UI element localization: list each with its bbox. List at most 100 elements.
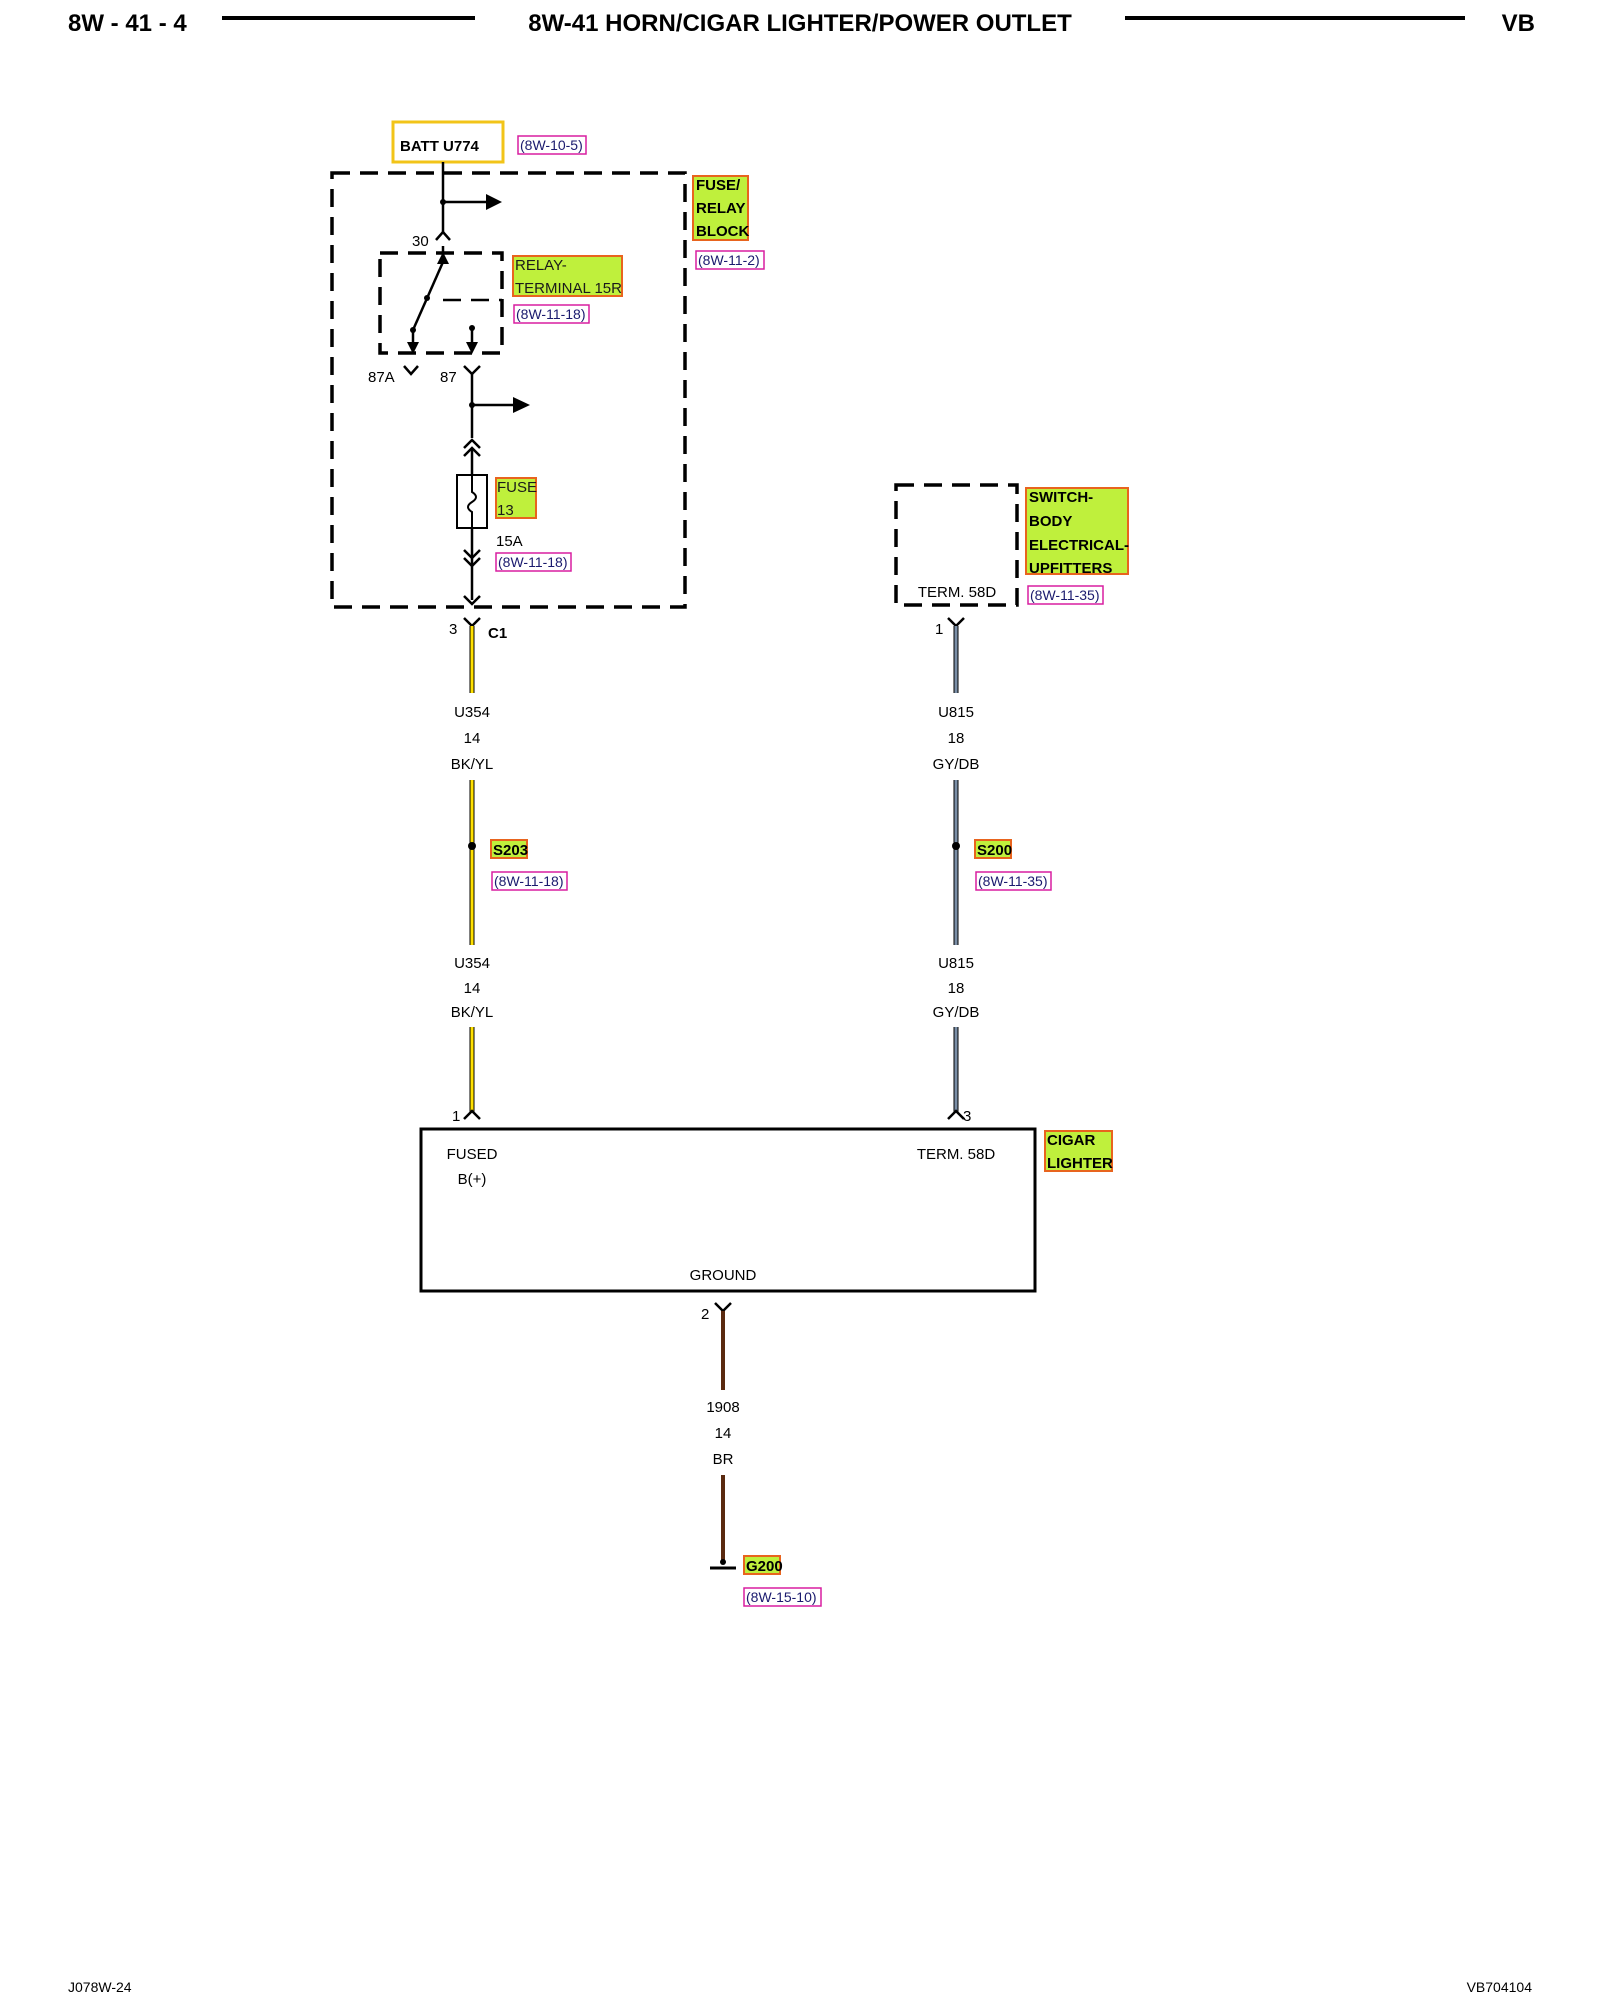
lighter-pin1-label: 1 [452, 1108, 460, 1125]
relay-87a-arrow [407, 342, 419, 354]
fuse-ref-box [495, 552, 572, 572]
page-number: 8W - 41 - 4 [68, 10, 187, 37]
batt-label: BATT U774 [400, 138, 480, 155]
wire-u354-lower-gauge: 14 [464, 980, 481, 997]
connector-c1-label: C1 [488, 625, 507, 642]
fuse-ref-link[interactable]: (8W-11-18) [498, 554, 568, 570]
pin87a-connector-symbol [403, 365, 419, 376]
fuse-tag [495, 477, 537, 519]
ground-g200-ref-box [743, 1587, 822, 1607]
switch-pin1-connector [947, 617, 965, 628]
switch-body-tag [1025, 487, 1129, 575]
page-footer: J078W-24 VB704104 [68, 1979, 1532, 1995]
batt-feed: BATT U774 (8W-10-5) [391, 120, 587, 164]
footer-left-code: J078W-24 [68, 1979, 132, 1995]
switch-body-name-4: UPFITTERS [1029, 560, 1112, 577]
ground-g200-name: G200 [746, 1558, 783, 1575]
page-title: 8W-41 HORN/CIGAR LIGHTER/POWER OUTLET [528, 10, 1072, 37]
fuse-relay-block-tag [692, 175, 749, 241]
switch-body-name-3: ELECTRICAL- [1029, 537, 1129, 554]
wire-u815-lower-circuit: U815 [938, 955, 974, 972]
fuse-relay-block-name-1: FUSE/ [696, 177, 741, 194]
batt-ref-box [517, 135, 587, 155]
splice-s203-tag [490, 839, 528, 859]
lighter-pin3-connector [947, 1109, 965, 1120]
cigar-lighter-name-1: CIGAR [1047, 1132, 1096, 1149]
wire-1908-color: BR [713, 1451, 734, 1468]
wire-u815-lower-gauge: 18 [948, 980, 965, 997]
fuse-relay-block-name-2: RELAY [696, 200, 745, 217]
splice-s200-ref-box [975, 871, 1052, 891]
fuse-name-1: FUSE [497, 479, 537, 496]
batt-ref-link[interactable]: (8W-10-5) [520, 137, 583, 153]
wire-u354-lower-circuit: U354 [454, 955, 490, 972]
fuse-relay-block-ref-box [695, 250, 765, 270]
c1-connector-symbol [463, 617, 481, 628]
lighter-ground-label: GROUND [690, 1267, 757, 1284]
lighter-pin3-label: 3 [963, 1108, 971, 1125]
pin-30-label: 30 [412, 233, 429, 250]
splice-s203-dot [468, 842, 476, 850]
pin-87a-label: 87A [368, 369, 395, 386]
wire-u815-upper-color: GY/DB [933, 756, 980, 773]
cigar-lighter: FUSED B(+) TERM. 58D GROUND CIGAR LIGHTE… [419, 1127, 1113, 1293]
splice-s203-ref-link[interactable]: (8W-11-18) [494, 873, 564, 889]
wire-u354-upper-color: BK/YL [451, 756, 494, 773]
lighter-pin2-label: 2 [701, 1306, 709, 1323]
switch-body-ref-link[interactable]: (8W-11-35) [1030, 587, 1100, 603]
splice-s203-ref-box [491, 871, 568, 891]
lighter-pin1-connector [463, 1109, 481, 1120]
splice-s200-name: S200 [977, 842, 1012, 859]
switch-body-ref-box [1027, 585, 1104, 605]
splice-s200-ref-link[interactable]: (8W-11-35) [978, 873, 1048, 889]
switch-body-terminal: TERM. 58D [918, 584, 997, 601]
fuse-relay-block-outline [330, 171, 687, 609]
lighter-fused-label-1: FUSED [447, 1146, 498, 1163]
switch-body-name-1: SWITCH- [1029, 489, 1093, 506]
relay-name-2: TERMINAL 15R [515, 280, 622, 297]
circuit-1908: 2 1908 14 BR G200 (8W-15-10) [701, 1302, 822, 1607]
cigar-lighter-tag [1044, 1130, 1113, 1172]
relay-87-arrow [466, 342, 478, 354]
pin-87-label: 87 [440, 369, 457, 386]
batt-label-box [391, 120, 505, 164]
fuse-name-2: 13 [497, 502, 514, 519]
cigar-lighter-outline [419, 1127, 1037, 1293]
relay-87a-contact [410, 327, 416, 333]
junction-dot-mid [469, 402, 475, 408]
wire-u815-lower-color: GY/DB [933, 1004, 980, 1021]
fuse-relay-block-ref-link[interactable]: (8W-11-2) [698, 252, 760, 268]
fuse-connector-bottom-1 [463, 549, 481, 560]
circuit-u815: 1 U815 18 GY/DB S200 (8W-11-35) U815 18 … [933, 617, 1052, 1125]
relay-ref-link[interactable]: (8W-11-18) [516, 306, 586, 322]
splice-s203-name: S203 [493, 842, 528, 859]
wire-u815-upper-gauge: 18 [948, 730, 965, 747]
relay-outline [378, 251, 504, 355]
ground-g200-tag [743, 1555, 781, 1575]
relay-ref-box [513, 304, 590, 324]
fuse-connector-top-1 [463, 438, 481, 449]
wire-1908-circuit: 1908 [706, 1399, 739, 1416]
ground-g200-ref-link[interactable]: (8W-15-10) [746, 1589, 817, 1605]
lighter-term-label: TERM. 58D [917, 1146, 996, 1163]
relay-tag [512, 255, 623, 297]
switch-body-upfitters: TERM. 58D SWITCH- BODY ELECTRICAL- UPFIT… [894, 483, 1129, 607]
pin30-connector-symbol [435, 230, 451, 241]
relay-name-1: RELAY- [515, 257, 567, 274]
bus-arrow-top [486, 194, 502, 210]
bus-arrow-mid [513, 397, 530, 413]
lighter-fused-label-2: B(+) [458, 1171, 487, 1188]
fuse-connector-bottom-2 [463, 557, 481, 568]
relay-arrow-top [437, 252, 449, 264]
splice-s200-dot [952, 842, 960, 850]
relay-87-contact [469, 325, 475, 331]
splice-s200-tag [974, 839, 1012, 859]
fuse-rating: 15A [496, 533, 523, 550]
fuse-relay-block: FUSE/ RELAY BLOCK (8W-11-2) 30 RELAY- TE… [330, 162, 765, 609]
wire-1908-gauge: 14 [715, 1425, 732, 1442]
fuse-relay-block-name-3: BLOCK [696, 223, 749, 240]
relay-arm-dot [424, 295, 430, 301]
lighter-pin2-connector [714, 1302, 732, 1313]
fuse-connector-bottom-3 [463, 595, 481, 606]
